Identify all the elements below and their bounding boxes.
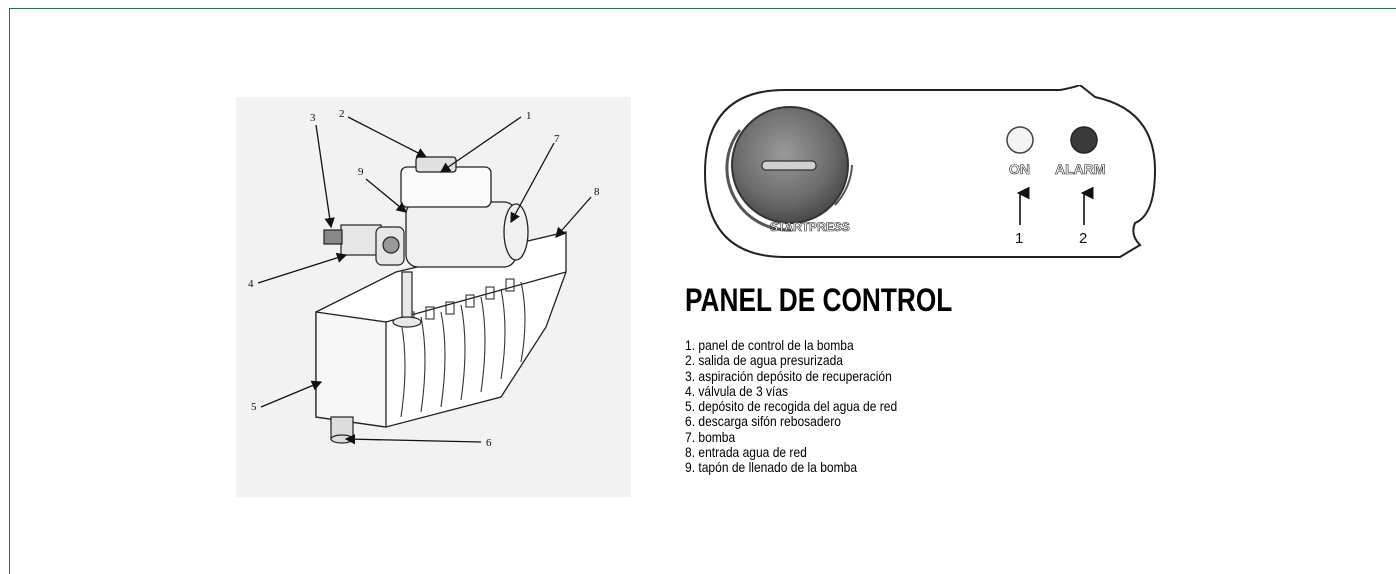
legend-item: 3. aspiración depósito de recuperación <box>685 367 892 384</box>
on-indicator-light <box>1006 126 1034 154</box>
legend-item: 8. entrada agua de red <box>685 444 807 461</box>
valve-standpipe <box>392 271 422 328</box>
callout-2: 2 <box>339 108 345 120</box>
on-callout: 1 <box>1015 230 1023 247</box>
callout-5: 5 <box>251 401 257 413</box>
callout-6: 6 <box>486 437 492 449</box>
three-way-valve <box>323 224 405 266</box>
alarm-label: ALARM <box>1055 161 1106 177</box>
parts-legend: 1. panel de control de la bomba 2. salid… <box>685 337 898 476</box>
control-panel-illustration: STARTPRESS ON ALARM 1 2 <box>700 85 1160 260</box>
callout-9: 9 <box>358 166 364 178</box>
tank-ribs <box>400 278 526 418</box>
legend-item: 9. tapón de llenado de la bomba <box>685 459 858 476</box>
callout-7: 7 <box>554 133 560 145</box>
pump-motor <box>400 156 529 268</box>
legend-item: 6. descarga sifón rebosadero <box>685 413 841 430</box>
legend-item: 4. válvula de 3 vías <box>685 382 789 399</box>
callout-labels: 1 2 3 4 5 6 7 8 9 <box>248 108 600 449</box>
page-title: PANEL DE CONTROL <box>685 282 953 318</box>
legend-item: 5. depósito de recogida del agua de red <box>685 398 898 415</box>
alarm-callout: 2 <box>1079 230 1087 247</box>
on-label: ON <box>1009 161 1030 177</box>
legend-item: 2. salida de agua presurizada <box>685 352 843 369</box>
alarm-indicator-light <box>1070 126 1098 154</box>
startpress-label: STARTPRESS <box>770 220 850 234</box>
legend-item: 7. bomba <box>685 428 736 445</box>
callout-8: 8 <box>594 186 600 198</box>
legend-item: 1. panel de control de la bomba <box>685 337 854 353</box>
callout-4: 4 <box>248 278 254 290</box>
callout-3: 3 <box>310 112 316 124</box>
button-dash-icon <box>761 160 817 171</box>
control-panel-drawing: STARTPRESS ON ALARM 1 2 <box>703 85 1157 258</box>
callout-1: 1 <box>526 110 532 122</box>
page-frame <box>9 8 1396 574</box>
pump-unit-illustration: 1 2 3 4 5 6 7 8 9 <box>236 97 631 497</box>
pump-unit-drawing: 1 2 3 4 5 6 7 8 9 <box>248 108 600 449</box>
